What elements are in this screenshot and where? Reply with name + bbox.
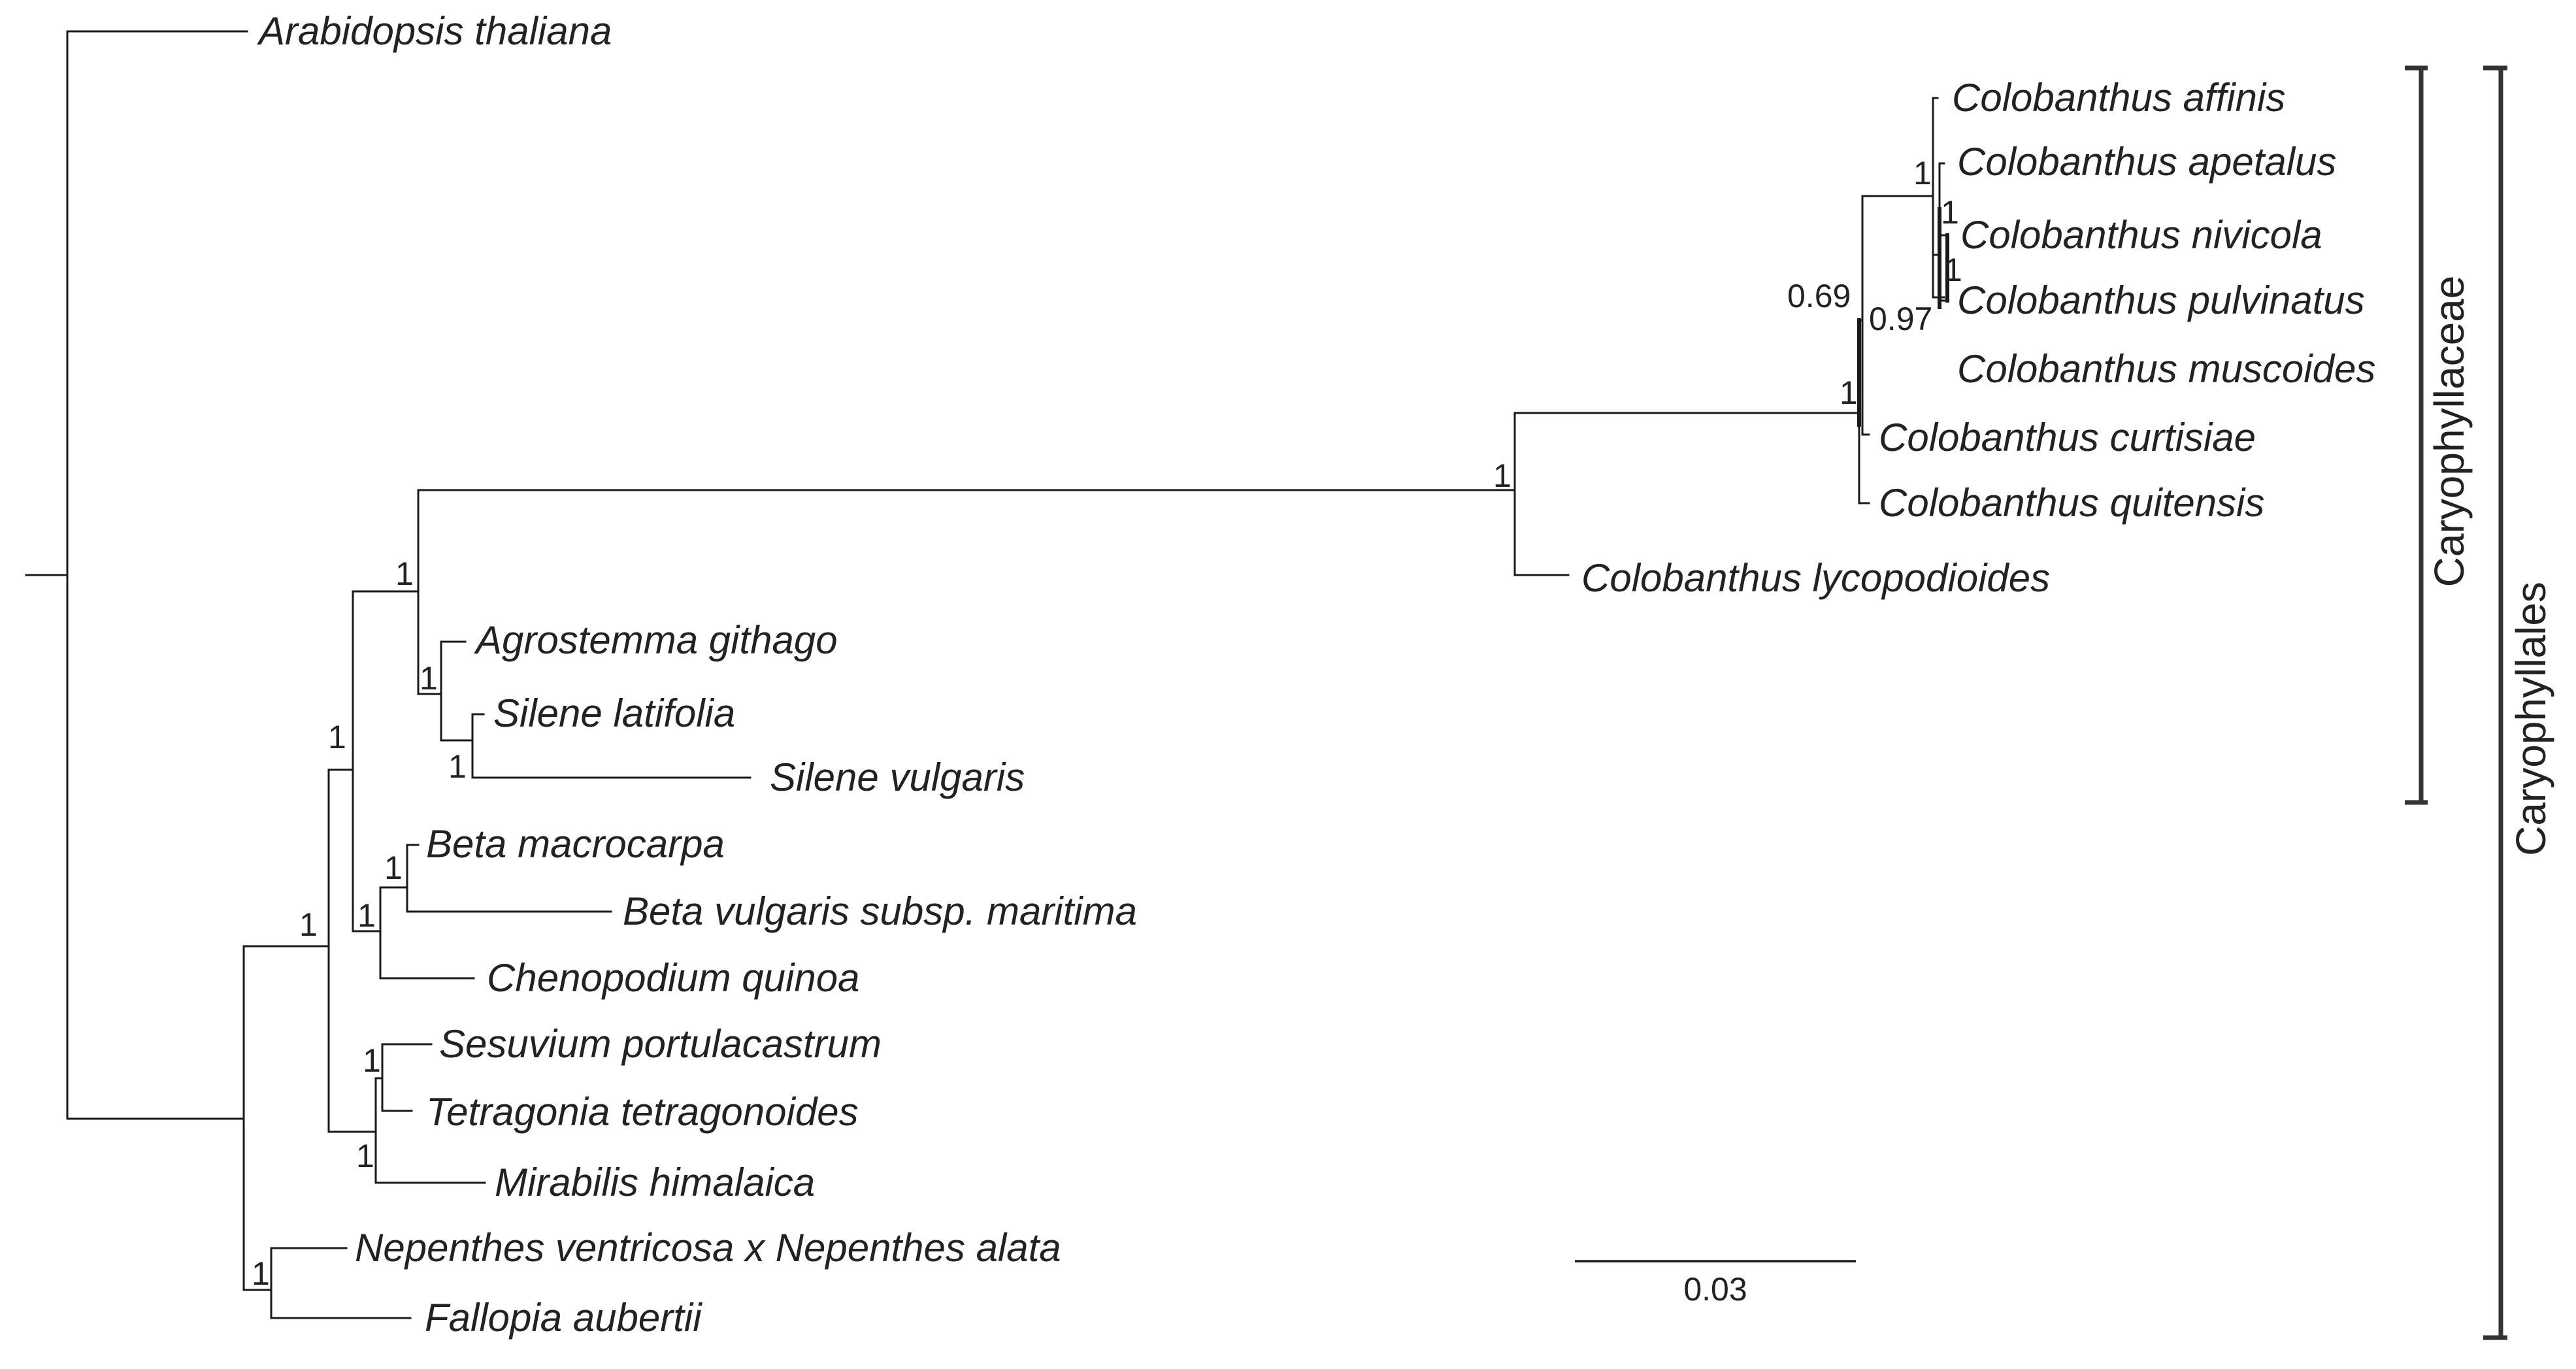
taxon-nepenthes: Nepenthes ventricosa x Nepenthes alata <box>355 1226 1061 1270</box>
taxon-c-lycopodioides: Colobanthus lycopodioides <box>1581 556 2050 600</box>
clade-bar-caryophyllales <box>2483 65 2507 1340</box>
support-amaranthaceae: 1 <box>357 897 376 934</box>
clade-label-caryophyllales: Caryophyllales <box>2507 582 2554 856</box>
support-c-quitensis-node: 1 <box>1840 374 1858 411</box>
support-c-pulvinatus-node: 1 <box>1944 252 1962 288</box>
taxon-c-muscoides: Colobanthus muscoides <box>1957 347 2375 391</box>
support-silene-agrostemma: 1 <box>420 660 438 697</box>
taxon-c-pulvinatus: Colobanthus pulvinatus <box>1957 278 2365 322</box>
taxon-tetragonia: Tetragonia tetragonoides <box>426 1090 859 1134</box>
taxon-sesuvium: Sesuvium portulacastrum <box>439 1022 882 1066</box>
support-c-nivicola-node: 1 <box>1941 194 1959 231</box>
support-c-core-extended: 0.97 <box>1869 301 1932 337</box>
clade-label-caryophyllaceae: Caryophyllaceae <box>2426 276 2473 587</box>
taxon-s-vulgaris: Silene vulgaris <box>770 755 1025 799</box>
taxon-c-affinis: Colobanthus affinis <box>1952 76 2285 120</box>
support-colobanthus-core: 1 <box>1913 155 1932 191</box>
taxon-beta-vulgaris: Beta vulgaris subsp. maritima <box>623 889 1137 933</box>
clade-bar-caryophyllaceae <box>2405 65 2428 805</box>
taxon-chenopodium: Chenopodium quinoa <box>487 956 859 1000</box>
support-aizo-mirabilis: 1 <box>356 1138 374 1174</box>
taxon-c-curtisiae: Colobanthus curtisiae <box>1879 416 2256 459</box>
taxon-mirabilis: Mirabilis himalaica <box>495 1161 815 1204</box>
scale-bar-label: 0.03 <box>1683 1271 1747 1308</box>
taxon-beta-macrocarpa: Beta macrocarpa <box>426 822 725 866</box>
support-polygonales: 1 <box>252 1255 270 1292</box>
support-caryophyllales-core: 1 <box>328 719 346 755</box>
support-colobanthus-all: 1 <box>1493 457 1511 494</box>
support-caryophyllaceae: 1 <box>395 555 414 592</box>
taxon-s-latifolia: Silene latifolia <box>493 691 735 735</box>
support-caryophyllales: 1 <box>299 906 318 943</box>
support-silene: 1 <box>448 748 467 785</box>
taxon-agrostemma: Agrostemma githago <box>474 618 838 662</box>
taxon-arabidopsis: Arabidopsis thaliana <box>257 9 612 53</box>
taxon-c-apetalus: Colobanthus apetalus <box>1957 140 2336 184</box>
taxon-fallopia: Fallopia aubertii <box>425 1296 702 1340</box>
taxon-c-nivicola: Colobanthus nivicola <box>1960 213 2322 257</box>
taxon-c-quitensis: Colobanthus quitensis <box>1879 481 2264 525</box>
support-aizoaceae: 1 <box>363 1042 381 1079</box>
support-beta: 1 <box>384 849 403 886</box>
support-c-curtisiae-node: 0.69 <box>1787 278 1851 314</box>
